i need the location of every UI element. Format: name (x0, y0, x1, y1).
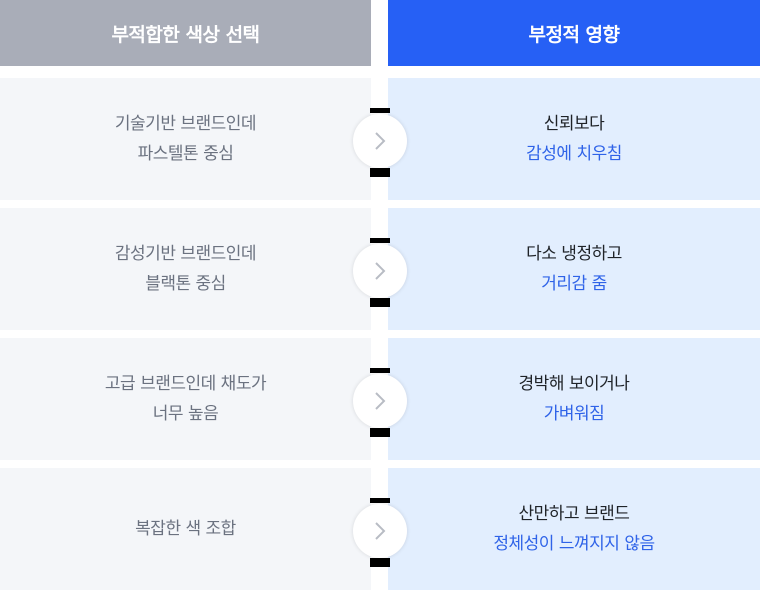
chevron-right-icon (375, 522, 386, 540)
comparison-row-2: 감성기반 브랜드인데 블랙톤 중심 다소 냉정하고 거리감 줌 (0, 208, 760, 330)
cause-cell: 감성기반 브랜드인데 블랙톤 중심 (0, 208, 371, 330)
connector-mark-top (370, 368, 390, 373)
effect-primary-text: 경박해 보이거나 (518, 374, 630, 394)
chevron-right-icon (375, 132, 386, 150)
effect-cell: 다소 냉정하고 거리감 줌 (388, 208, 760, 330)
header-right-label: 부정적 영향 (528, 23, 620, 46)
cause-line: 너무 높음 (152, 404, 219, 424)
effect-cell: 신뢰보다 감성에 치우침 (388, 78, 760, 200)
cause-line: 파스텔톤 중심 (137, 144, 234, 164)
comparison-row-4: 복잡한 색 조합 산만하고 브랜드 정체성이 느껴지지 않음 (0, 468, 760, 590)
effect-primary-text: 신뢰보다 (543, 114, 605, 134)
connector-mark-top (370, 498, 390, 503)
connector-mark-bottom (370, 168, 390, 177)
effect-primary-text: 다소 냉정하고 (526, 244, 622, 264)
cause-line: 고급 브랜드인데 채도가 (104, 374, 267, 394)
effect-accent-text: 정체성이 느껴지지 않음 (493, 534, 655, 554)
comparison-row-3: 고급 브랜드인데 채도가 너무 높음 경박해 보이거나 가벼워짐 (0, 338, 760, 460)
effect-accent-text: 감성에 치우침 (526, 144, 622, 164)
chevron-right-icon (375, 262, 386, 280)
connector-mark-top (370, 108, 390, 113)
connector-circle-1 (353, 114, 407, 168)
effect-cell: 경박해 보이거나 가벼워짐 (388, 338, 760, 460)
cause-line: 블랙톤 중심 (145, 274, 226, 294)
chevron-right-icon (375, 392, 386, 410)
header-inappropriate-color: 부적합한 색상 선택 (0, 0, 371, 66)
connector-circle-4 (353, 504, 407, 558)
connector-circle-2 (353, 244, 407, 298)
header-left-label: 부적합한 색상 선택 (111, 23, 260, 46)
cause-cell: 복잡한 색 조합 (0, 468, 371, 590)
cause-line: 기술기반 브랜드인데 (114, 114, 257, 134)
effect-accent-text: 거리감 줌 (541, 274, 607, 294)
effect-accent-text: 가벼워짐 (543, 404, 605, 424)
cause-line: 감성기반 브랜드인데 (114, 244, 257, 264)
connector-mark-top (370, 238, 390, 243)
cause-line: 복잡한 색 조합 (135, 519, 236, 539)
header-negative-impact: 부정적 영향 (388, 0, 760, 66)
effect-primary-text: 산만하고 브랜드 (518, 504, 630, 524)
connector-mark-bottom (370, 428, 390, 437)
effect-cell: 산만하고 브랜드 정체성이 느껴지지 않음 (388, 468, 760, 590)
connector-mark-bottom (370, 558, 390, 567)
connector-mark-bottom (370, 298, 390, 307)
cause-cell: 고급 브랜드인데 채도가 너무 높음 (0, 338, 371, 460)
connector-circle-3 (353, 374, 407, 428)
cause-cell: 기술기반 브랜드인데 파스텔톤 중심 (0, 78, 371, 200)
comparison-row-1: 기술기반 브랜드인데 파스텔톤 중심 신뢰보다 감성에 치우침 (0, 78, 760, 200)
